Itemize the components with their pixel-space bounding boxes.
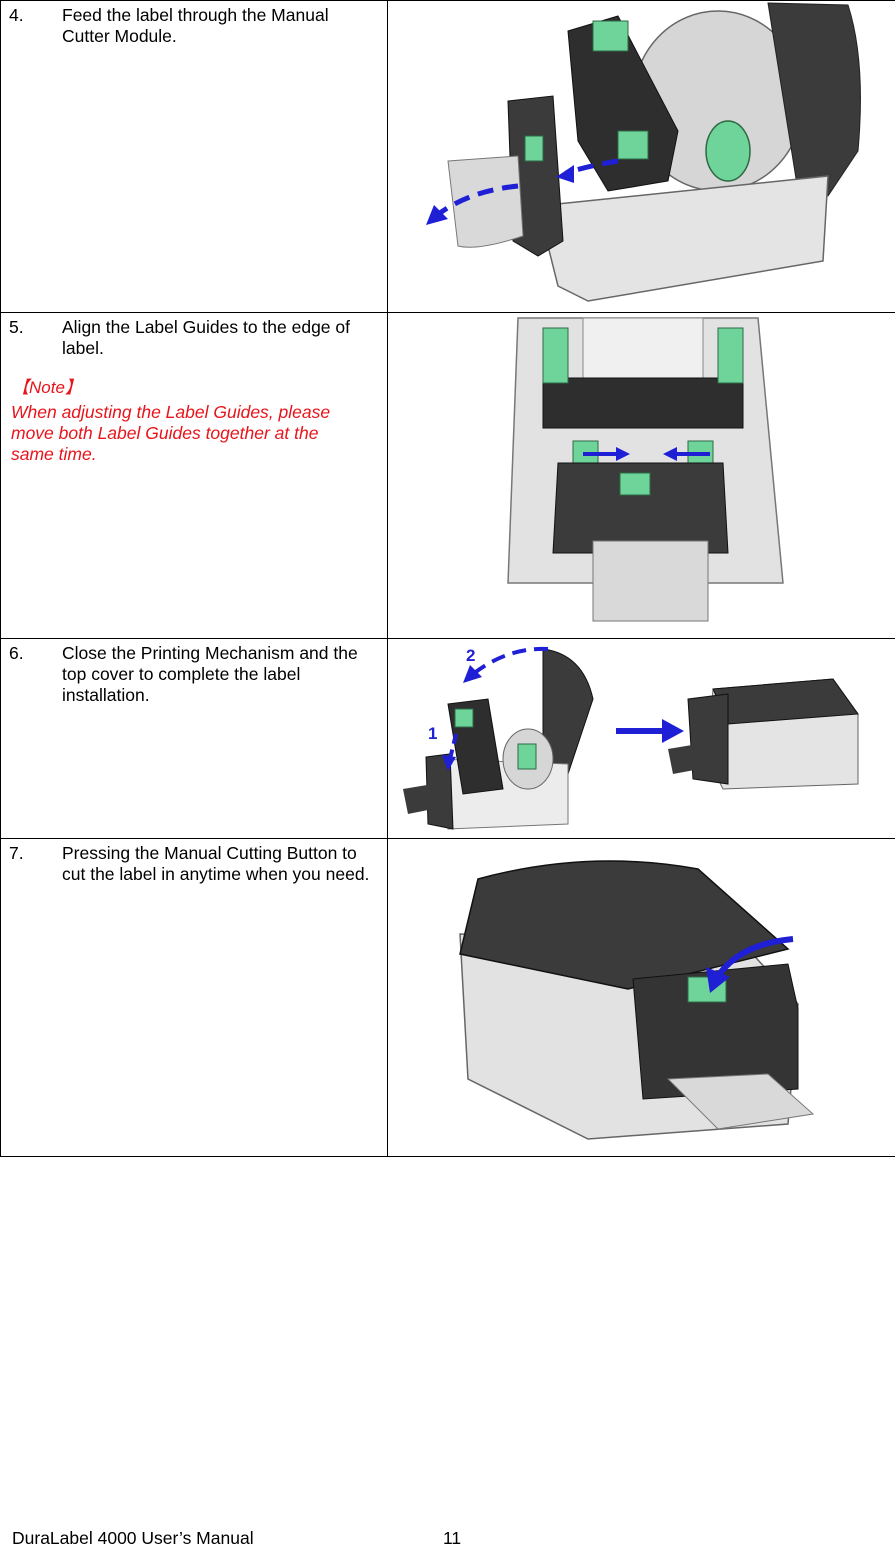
step-text-cell: 5. Align the Label Guides to the edge of… [1, 313, 388, 639]
instruction-table: 4. Feed the label through the Manual Cut… [0, 0, 895, 1157]
step-number: 6. [9, 643, 62, 706]
note-text: When adjusting the Label Guides, please … [11, 402, 351, 465]
step-row-7: 7. Pressing the Manual Cutting Button to… [1, 839, 895, 1157]
step-number: 7. [9, 843, 62, 885]
callout-1: 1 [428, 724, 437, 743]
label-guides-illustration [388, 313, 895, 635]
step-image-cell [388, 1, 895, 313]
note-title: 【Note】 [12, 373, 387, 398]
step-text: Pressing the Manual Cutting Button to cu… [62, 843, 381, 885]
printer-feed-label-illustration [388, 1, 895, 309]
close-mechanism-illustration: 2 1 [388, 639, 895, 835]
footer-page-number: 11 [443, 1528, 461, 1549]
step-text: Align the Label Guides to the edge of la… [62, 317, 381, 359]
footer-manual-title: DuraLabel 4000 User’s Manual [12, 1528, 254, 1549]
step-row-4: 4. Feed the label through the Manual Cut… [1, 1, 895, 313]
step-text: Feed the label through the Manual Cutter… [62, 5, 381, 47]
step-image-cell [388, 839, 895, 1157]
step-text-cell: 4. Feed the label through the Manual Cut… [1, 1, 388, 313]
step-text-cell: 7. Pressing the Manual Cutting Button to… [1, 839, 388, 1157]
step-number: 4. [9, 5, 62, 47]
step-row-5: 5. Align the Label Guides to the edge of… [1, 313, 895, 639]
callout-2: 2 [466, 646, 475, 665]
step-number: 5. [9, 317, 62, 359]
step-row-6: 6. Close the Printing Mechanism and the … [1, 639, 895, 839]
step-text: Close the Printing Mechanism and the top… [62, 643, 381, 706]
step-image-cell: 2 1 [388, 639, 895, 839]
manual-cutting-button-illustration [388, 839, 895, 1153]
step-image-cell [388, 313, 895, 639]
step-text-cell: 6. Close the Printing Mechanism and the … [1, 639, 388, 839]
